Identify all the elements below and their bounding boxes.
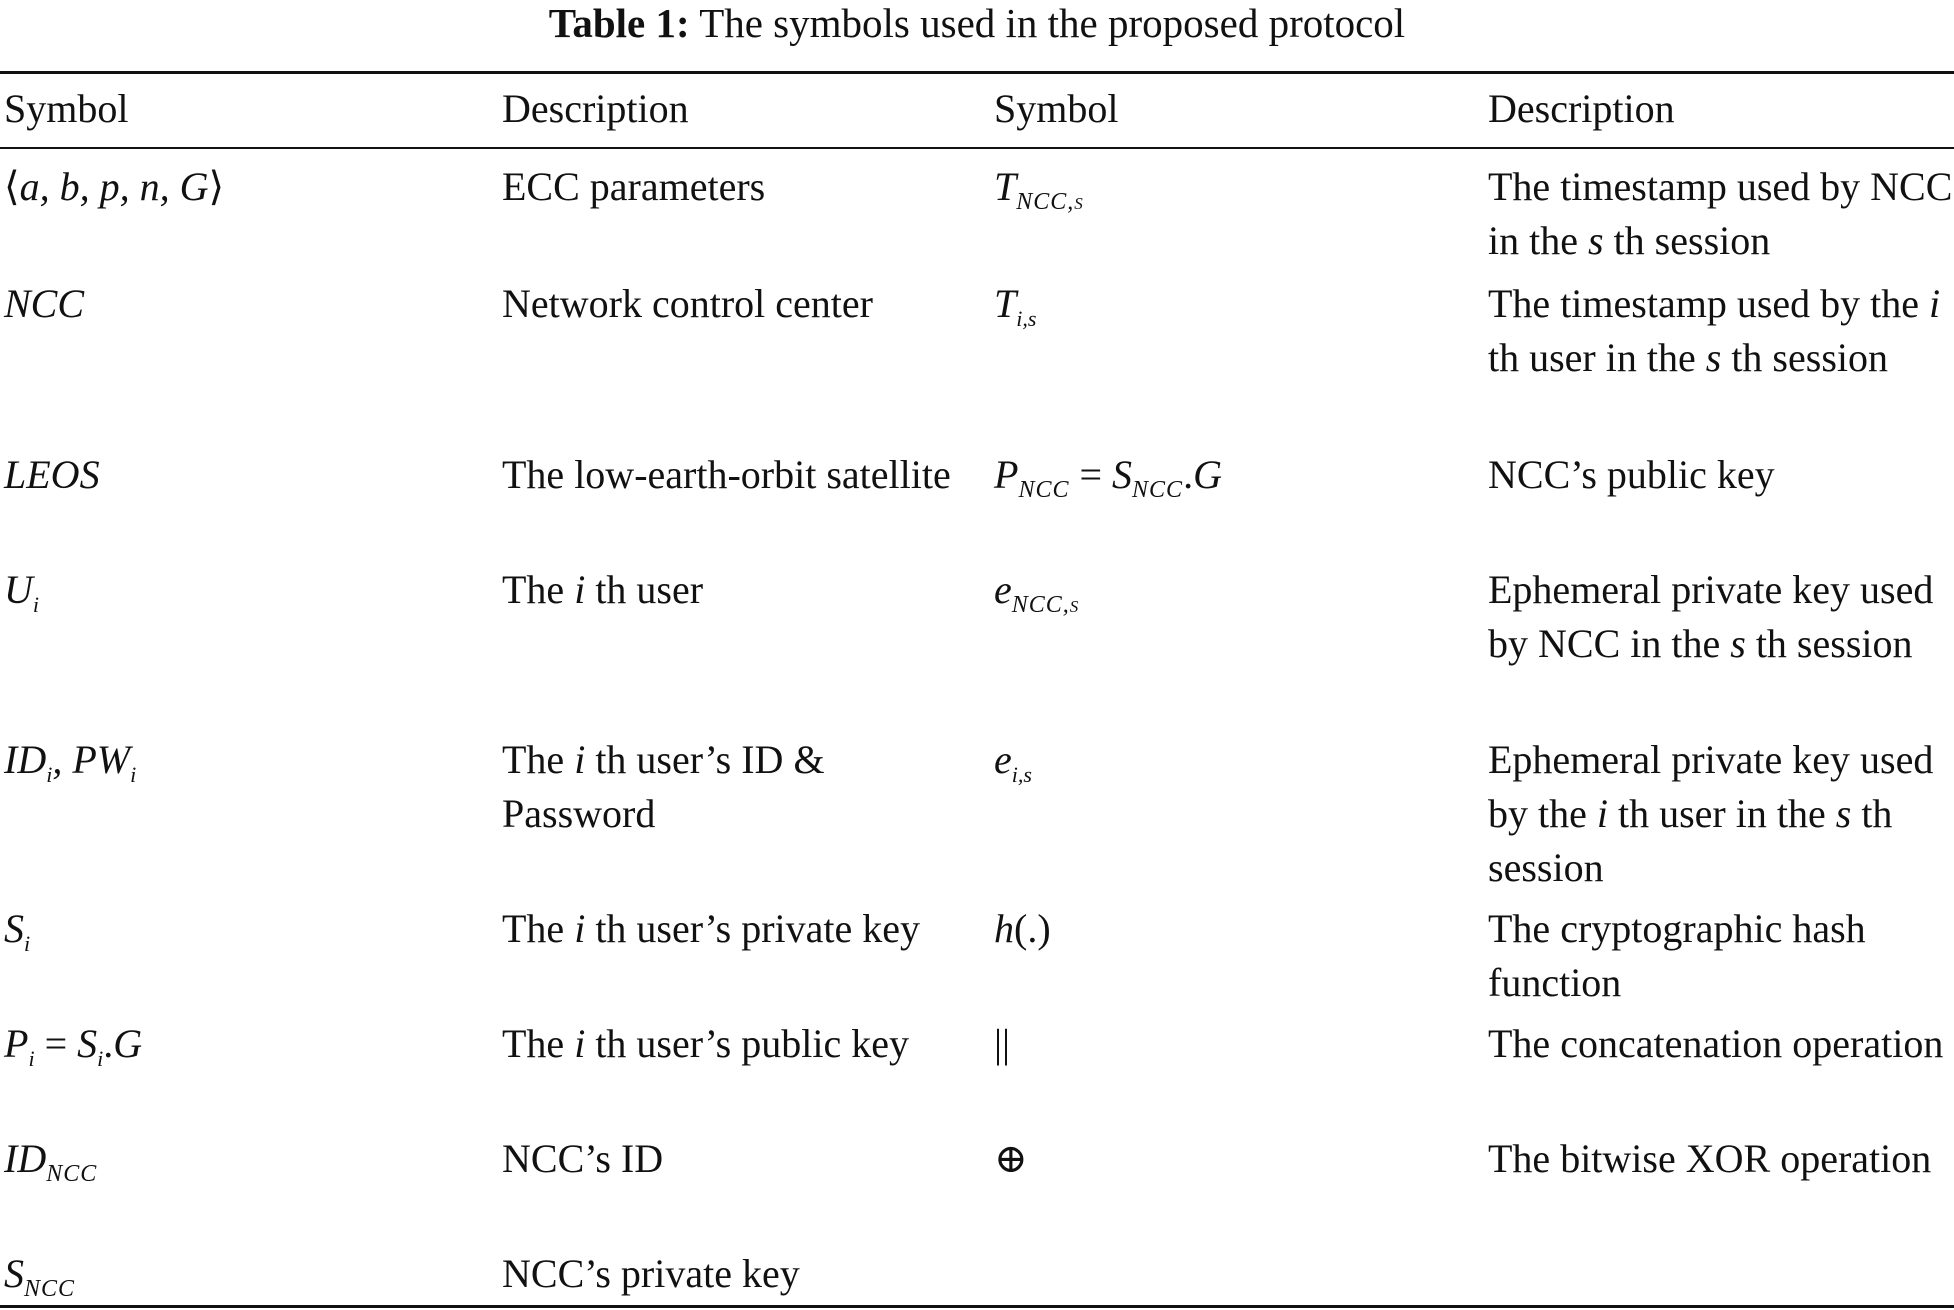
row-6-description-left: The i th user’s private key <box>502 906 921 951</box>
row-5-symbol-right: ei,s <box>994 737 1032 787</box>
row-5-description-right: Ephemeral private key used by the i th u… <box>1488 737 1934 890</box>
row-1-symbol-right: TNCC,s <box>994 164 1084 215</box>
row-4-symbol-left: Ui <box>4 567 40 617</box>
row-8-symbol-right: ⊕ <box>994 1136 1028 1181</box>
row-4-description-right: Ephemeral private key used by NCC in the… <box>1488 567 1934 666</box>
row-5-symbol-left: IDi, PWi <box>4 737 137 787</box>
row-6-symbol-right: h(.) <box>994 906 1051 951</box>
row-7-symbol-right: || <box>994 1021 1011 1066</box>
header-symbol-left: Symbol <box>4 86 129 131</box>
row-2-description-right: The timestamp used by the i th user in t… <box>1488 281 1941 380</box>
row-7-symbol-left: Pi = Si.G <box>4 1021 143 1071</box>
row-7-description-left: The i th user’s public key <box>502 1021 909 1066</box>
row-8-description-right: The bitwise XOR operation <box>1488 1136 1932 1181</box>
row-4-description-left: The i th user <box>502 567 704 612</box>
row-6-symbol-left: Si <box>4 906 31 956</box>
row-3-symbol-right: PNCC = SNCC.G <box>994 452 1222 503</box>
row-7-description-right: The concatenation operation <box>1488 1021 1944 1066</box>
caption-label: Table 1: <box>548 0 690 46</box>
row-8-description-left: NCC’s ID <box>502 1136 664 1181</box>
row-1-description-right: The timestamp used by NCC in the s th se… <box>1488 164 1953 263</box>
row-1-description-left: ECC parameters <box>502 164 766 209</box>
caption-text: The symbols used in the proposed protoco… <box>699 0 1406 46</box>
row-3-description-left: The low-earth-orbit satellite <box>502 452 951 497</box>
row-3-symbol-left: LEOS <box>4 452 100 497</box>
table-caption: Table 1: The symbols used in the propose… <box>0 0 1954 46</box>
row-1-symbol-left: ⟨a, b, p, n, G⟩ <box>4 164 225 209</box>
header-description-right: Description <box>1488 86 1675 131</box>
row-8-symbol-left: IDNCC <box>4 1136 98 1187</box>
header-description-left: Description <box>502 86 689 131</box>
row-5-description-left: The i th user’s ID & Password <box>502 737 825 836</box>
row-6-description-right: The cryptographic hash function <box>1488 906 1866 1005</box>
row-3-description-right: NCC’s public key <box>1488 452 1775 497</box>
row-4-symbol-right: eNCC,s <box>994 567 1080 618</box>
row-9-symbol-left: SNCC <box>4 1251 76 1302</box>
header-symbol-right: Symbol <box>994 86 1119 131</box>
row-9-description-left: NCC’s private key <box>502 1251 800 1296</box>
row-2-description-left: Network control center <box>502 281 873 326</box>
row-2-symbol-right: Ti,s <box>994 281 1037 331</box>
bottom-rule <box>0 1305 1954 1308</box>
top-rule <box>0 71 1954 74</box>
row-2-symbol-left: NCC <box>4 281 85 326</box>
header-rule <box>0 147 1954 149</box>
